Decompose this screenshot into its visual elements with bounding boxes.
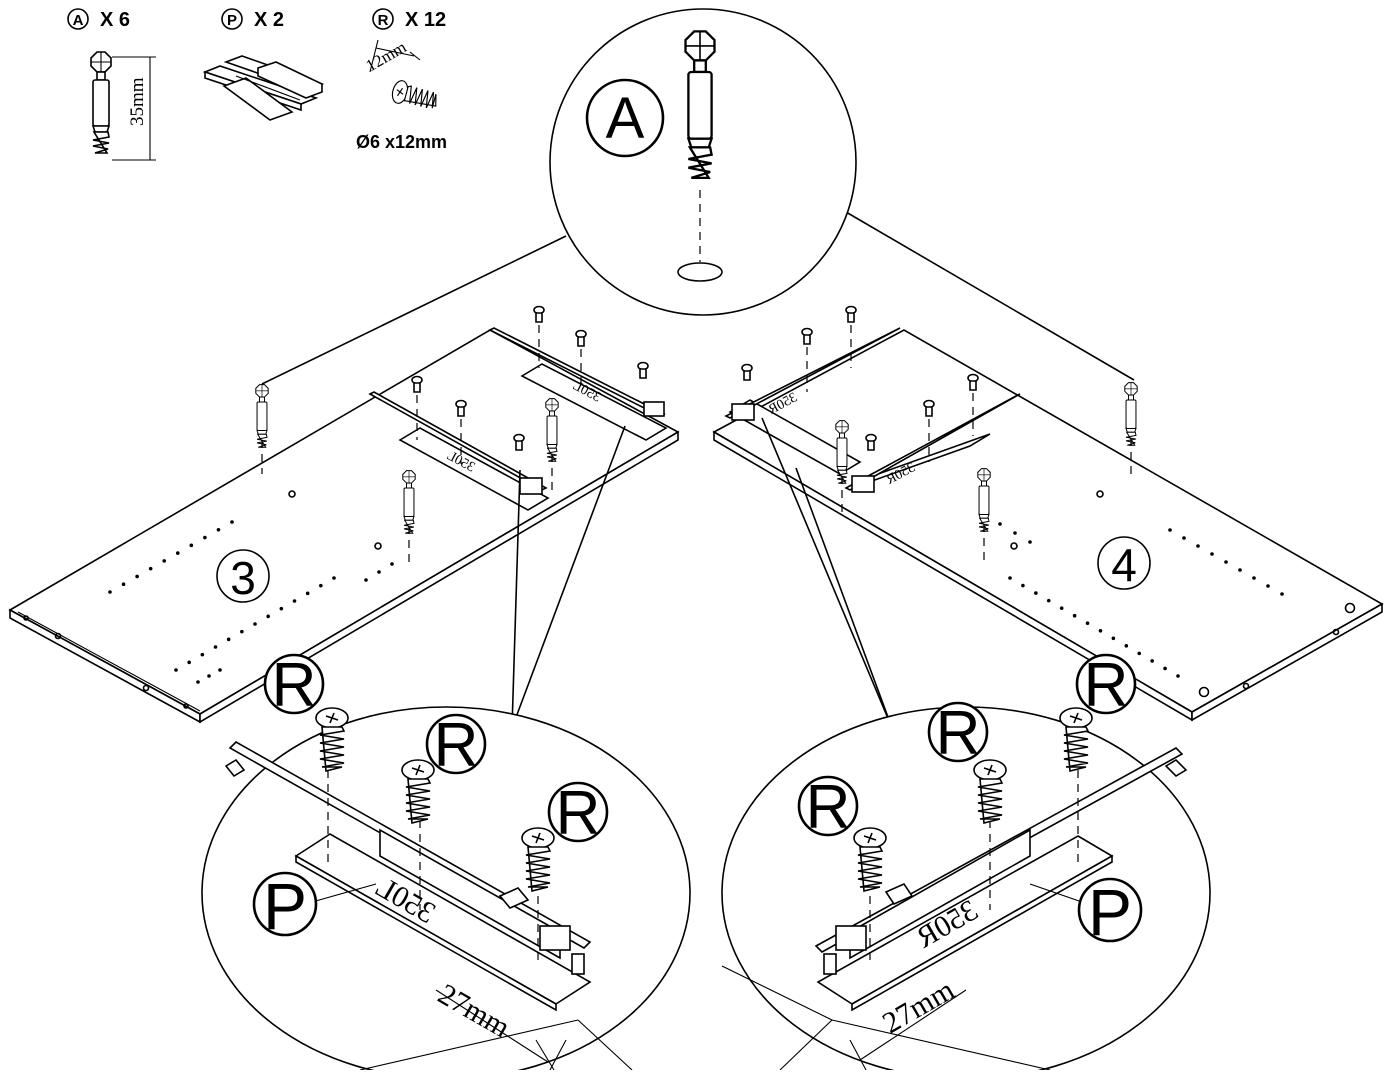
detail-right: 350R R R R P 27mm bbox=[721, 417, 1211, 1075]
part-r-legend: R X 12 12mm Ø6 x12mm bbox=[356, 8, 447, 152]
panel-hole bbox=[305, 591, 310, 596]
part-p-qty: X 2 bbox=[254, 9, 284, 31]
panel-hole bbox=[292, 599, 297, 603]
panel-right-number: 4 bbox=[1097, 536, 1151, 591]
panel-hole bbox=[364, 578, 368, 582]
panel-hole bbox=[1150, 659, 1154, 663]
svg-text:4: 4 bbox=[1111, 539, 1137, 591]
panel-hole bbox=[1238, 568, 1242, 572]
panel-hole bbox=[148, 566, 153, 571]
panel-hole bbox=[1008, 576, 1012, 580]
panel-hole bbox=[1137, 651, 1142, 656]
detail-right-screw-r-2: R bbox=[936, 699, 981, 768]
panel-hole bbox=[218, 668, 222, 672]
panel-hole bbox=[1196, 544, 1200, 548]
panel-hole bbox=[1168, 528, 1172, 532]
panel-hole bbox=[189, 543, 194, 548]
panel-hole-rows bbox=[108, 520, 1284, 684]
detail-left-slide-p: P bbox=[263, 869, 307, 943]
panel-hole bbox=[226, 637, 231, 642]
part-p-letter: P bbox=[227, 12, 237, 29]
panel-hole bbox=[1266, 584, 1270, 588]
panel-right: 350R 350R 4 bbox=[712, 305, 1384, 722]
panel-hole bbox=[1111, 636, 1116, 641]
panel-hole bbox=[1224, 560, 1228, 564]
panel-hole bbox=[1072, 613, 1077, 618]
svg-text:3: 3 bbox=[230, 552, 256, 604]
part-r-qty: X 12 bbox=[405, 9, 446, 31]
panel-hole bbox=[213, 645, 218, 649]
panel-hole bbox=[207, 674, 211, 678]
panel-hole bbox=[203, 535, 207, 540]
panel-hole bbox=[279, 606, 284, 611]
part-r-spec: Ø6 x12mm bbox=[356, 132, 447, 152]
detail-left-screw-r-2: R bbox=[434, 711, 479, 780]
panel-hole bbox=[216, 527, 221, 532]
part-a-legend: A X 6 35mm bbox=[67, 8, 156, 161]
panel-hole bbox=[319, 583, 323, 588]
panel-hole bbox=[174, 668, 178, 672]
panel-hole bbox=[1034, 591, 1038, 595]
panel-hole bbox=[390, 562, 394, 566]
part-p-legend: P X 2 bbox=[202, 8, 325, 121]
part-r-letter: R bbox=[378, 12, 389, 29]
panel-hole bbox=[230, 520, 234, 524]
callout-a-letter: A bbox=[606, 86, 645, 151]
panel-hole bbox=[162, 559, 167, 563]
panel-hole bbox=[1098, 628, 1103, 633]
part-a-qty: X 6 bbox=[100, 9, 130, 31]
panel-hole bbox=[332, 576, 336, 580]
detail-right-screw-r-1: R bbox=[806, 773, 851, 842]
detail-right-slide-p: P bbox=[1088, 875, 1132, 949]
panel-hole bbox=[1280, 592, 1284, 596]
panel-left-number: 3 bbox=[216, 549, 270, 604]
panel-hole bbox=[1085, 621, 1090, 626]
panel-hole bbox=[1046, 598, 1051, 603]
part-a-dimension: 35mm bbox=[127, 77, 148, 126]
panel-hole bbox=[1059, 606, 1064, 610]
panel-hole bbox=[266, 614, 270, 619]
panel-hole bbox=[1176, 674, 1180, 678]
detail-left: 350L R R R P 27mm bbox=[201, 425, 691, 1075]
panel-left: 350L 350L 3 bbox=[8, 305, 680, 724]
detail-left-screw-r-3: R bbox=[556, 779, 601, 848]
part-r-dimension: 12mm bbox=[363, 37, 410, 75]
detail-left-screw-r-1: R bbox=[272, 651, 317, 720]
panel-hole bbox=[1013, 531, 1017, 535]
panel-hole bbox=[1252, 576, 1256, 580]
panel-hole bbox=[200, 652, 205, 657]
panel-hole bbox=[998, 522, 1002, 526]
panel-hole bbox=[1210, 552, 1214, 556]
detail-right-screw-r-3: R bbox=[1084, 651, 1129, 720]
panel-hole bbox=[1124, 644, 1129, 648]
panel-hole bbox=[1028, 540, 1032, 544]
panel-hole bbox=[253, 622, 257, 626]
screw-icon bbox=[389, 78, 441, 114]
panel-hole bbox=[1182, 536, 1186, 540]
panel-hole bbox=[1163, 666, 1167, 671]
panel-hole bbox=[377, 570, 381, 574]
panel-hole bbox=[187, 660, 191, 665]
panel-hole bbox=[108, 590, 112, 594]
panel-hole bbox=[196, 680, 200, 684]
panel-hole bbox=[135, 574, 139, 579]
panel-hole bbox=[121, 582, 126, 587]
slide-rail-icon bbox=[202, 55, 325, 121]
panel-hole bbox=[175, 551, 180, 555]
panel-hole bbox=[240, 629, 244, 634]
cam-bolt-callout: A bbox=[261, 8, 1135, 385]
part-a-letter: A bbox=[73, 12, 84, 29]
panel-hole bbox=[1021, 583, 1025, 588]
